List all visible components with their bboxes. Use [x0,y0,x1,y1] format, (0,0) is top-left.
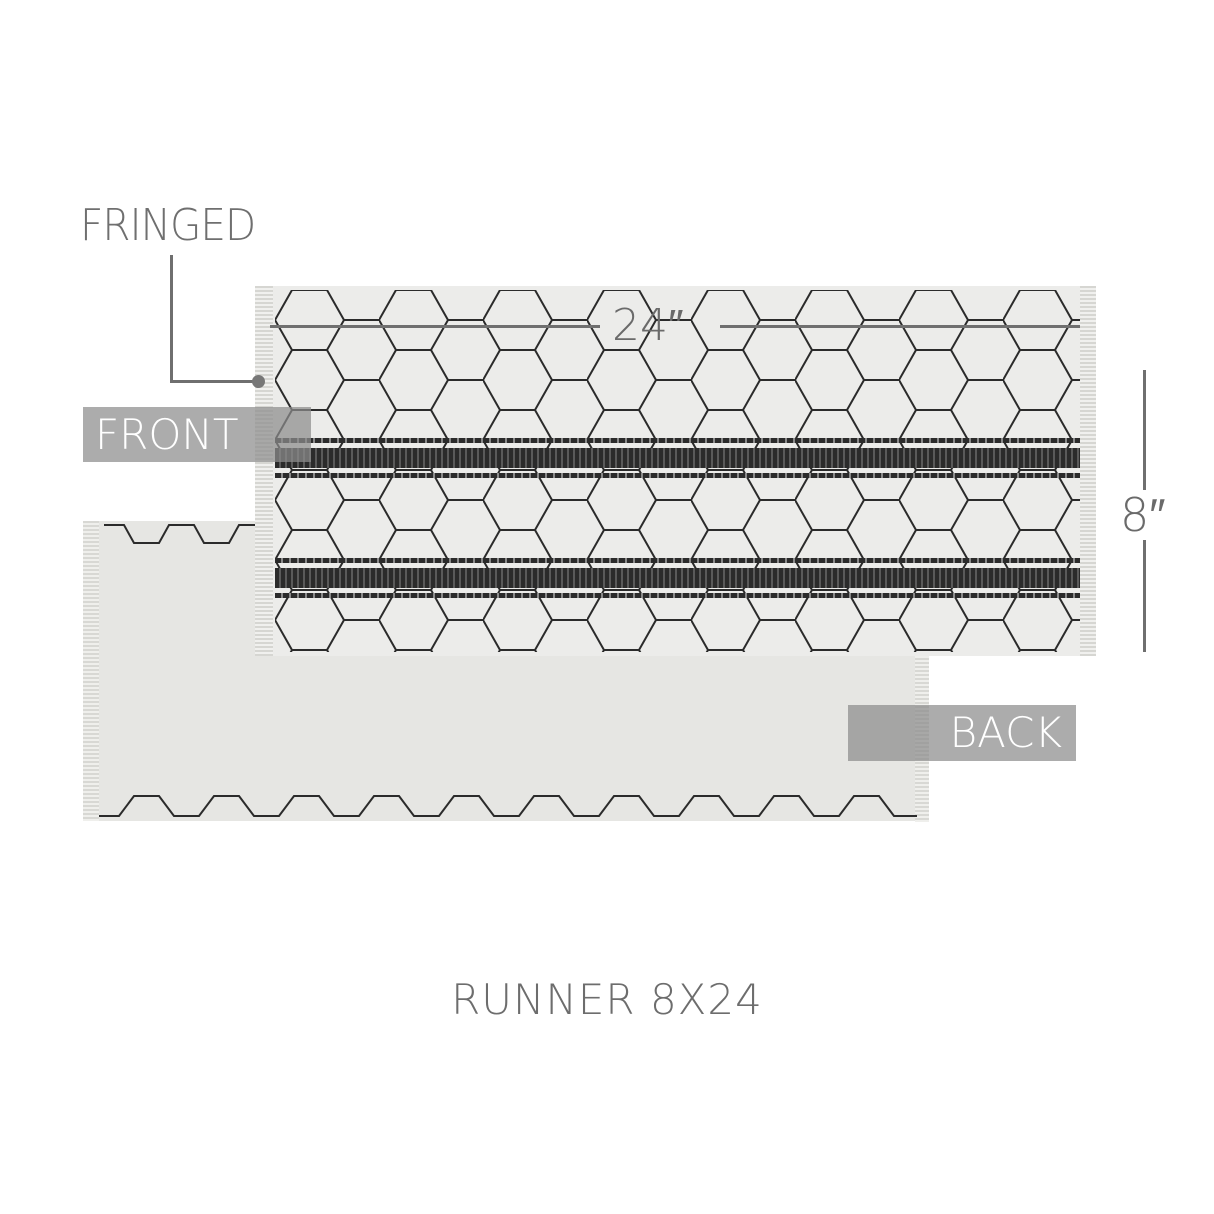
front-stripe-top [275,438,1080,478]
fringed-leader-horizontal [170,380,258,383]
width-dimension-line-top [1143,370,1146,490]
length-dimension-label: 24″ [612,300,684,351]
back-hex-border-top [104,524,259,544]
front-stripe-bottom [275,558,1080,598]
front-fringe-right [1080,286,1096,656]
back-hex-border-bottom [99,795,917,817]
width-dimension-line-bottom [1143,540,1146,652]
back-fringe-left [83,521,99,821]
length-dimension-line-right [720,325,1080,328]
fringed-leader-vertical [170,255,173,382]
product-title: RUNNER 8X24 [451,975,763,1024]
front-chicken-wire-pattern [275,290,1080,652]
fringed-label: FRINGED [80,200,256,251]
back-tag: BACK [848,705,1076,761]
width-dimension-label: 8″ [1120,488,1166,542]
fringed-leader-dot [252,375,265,388]
length-dimension-line-left [270,325,600,328]
front-fringe-left [255,286,273,656]
front-tag: FRONT [83,407,311,462]
